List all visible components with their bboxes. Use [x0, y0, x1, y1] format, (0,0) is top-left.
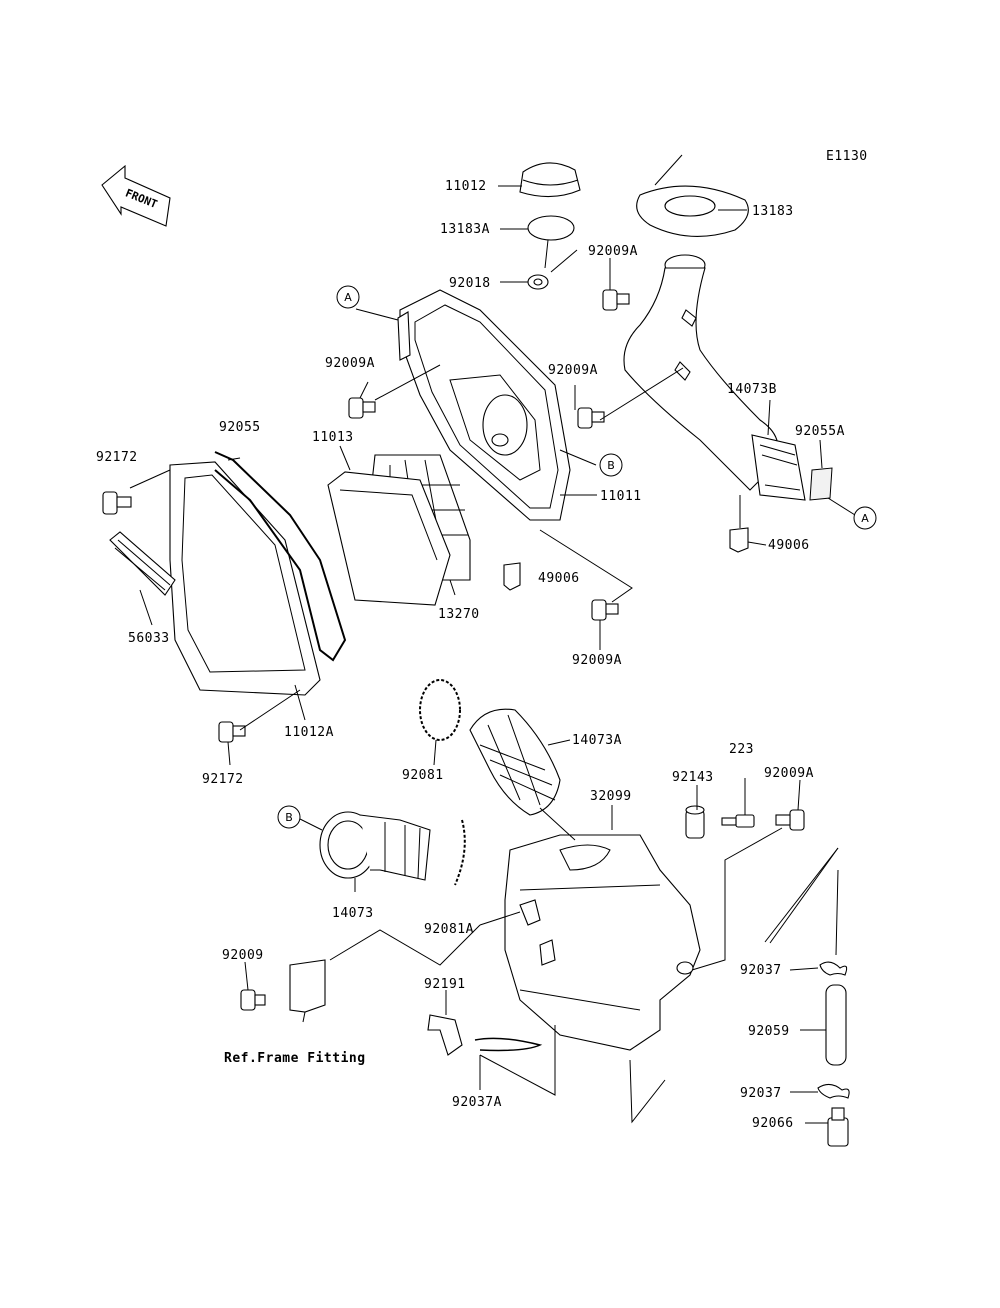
plug-92191: [427, 1014, 463, 1056]
callout-a-top: A: [336, 285, 360, 309]
clamp-92037a: [474, 1037, 543, 1052]
svg-text:B: B: [285, 811, 293, 824]
bolt-92009a-top: [602, 289, 630, 311]
label-14073: 14073: [332, 906, 374, 921]
label-92018: 92018: [449, 276, 491, 291]
label-92037a: 92037A: [452, 1095, 502, 1110]
label-11013: 11013: [312, 430, 354, 445]
label-92037-top: 92037: [740, 963, 782, 978]
label-32099: 32099: [590, 789, 632, 804]
label-92055: 92055: [219, 420, 261, 435]
label-49006-mid: 49006: [538, 571, 580, 586]
label-56033: 56033: [128, 631, 170, 646]
front-arrow-icon: FRONT: [101, 164, 171, 227]
duct-14073b: [623, 254, 806, 501]
label-92081a: 92081A: [424, 922, 474, 937]
bracket-ref-frame: [289, 959, 326, 1013]
label-92009a-mid: 92009A: [572, 653, 622, 668]
bolt-92172-bot: [218, 721, 246, 743]
callout-b-lower: B: [277, 805, 301, 829]
clip-49006-mid: [503, 562, 521, 591]
label-92009a-box: 92009A: [325, 356, 375, 371]
label-11011: 11011: [600, 489, 642, 504]
boot-14073: [319, 811, 431, 881]
label-49006-right: 49006: [768, 538, 810, 553]
gasket-13183a: [527, 215, 575, 241]
cap-11012: [519, 162, 581, 198]
svg-text:A: A: [861, 512, 869, 525]
clamp-92037-top: [819, 961, 848, 976]
label-14073b: 14073B: [727, 382, 777, 397]
sponge-13270: [327, 471, 451, 606]
boot-14073a: [469, 708, 561, 816]
case-32099: [504, 834, 701, 1051]
bolt-92009a-tube: [577, 407, 605, 429]
hose-92059: [825, 984, 847, 1066]
callout-a-right: A: [853, 506, 877, 530]
diagram-code: E1130: [826, 149, 868, 164]
svg-text:A: A: [344, 291, 352, 304]
label-92172-top: 92172: [96, 450, 138, 465]
ref-frame-fitting-note: Ref.Frame Fitting: [224, 1051, 366, 1066]
gasket-92055a: [809, 467, 833, 501]
airbox-11011: [397, 289, 571, 521]
washer-92018: [527, 274, 549, 290]
label-92009a-tube: 92009A: [548, 363, 598, 378]
label-92066: 92066: [752, 1116, 794, 1131]
label-92059: 92059: [748, 1024, 790, 1039]
clip-49006-right: [729, 527, 749, 553]
label-13183: 13183: [752, 204, 794, 219]
seal-92055: [214, 451, 347, 662]
plug-92066: [827, 1107, 849, 1147]
label-92009a-top: 92009A: [588, 244, 638, 259]
bolt-92172-top: [102, 491, 132, 515]
label-92037-bot: 92037: [740, 1086, 782, 1101]
bolt-92009a-mid: [591, 599, 619, 621]
label-223: 223: [729, 742, 754, 757]
label-11012a: 11012A: [284, 725, 334, 740]
bolt-92009: [240, 989, 266, 1011]
bolt-92009a-box: [348, 397, 376, 419]
label-92009: 92009: [222, 948, 264, 963]
clamp-92081a: [454, 819, 466, 886]
label-92172-bot: 92172: [202, 772, 244, 787]
label-92081: 92081: [402, 768, 444, 783]
clamp-92081: [419, 679, 461, 741]
label-92143: 92143: [672, 770, 714, 785]
cover-11012a: [169, 461, 321, 696]
collar-92143: [685, 805, 705, 839]
clamp-92037-bot: [817, 1083, 850, 1099]
label-92055a: 92055A: [795, 424, 845, 439]
gasket-13183: [636, 185, 749, 237]
label-13183a: 13183A: [440, 222, 490, 237]
bolt-92009a-right: [775, 809, 805, 831]
label-56033: [109, 531, 176, 596]
bolt-223: [721, 814, 755, 828]
label-14073a: 14073A: [572, 733, 622, 748]
callout-b-box: B: [599, 453, 623, 477]
label-92191: 92191: [424, 977, 466, 992]
label-92009a-right: 92009A: [764, 766, 814, 781]
label-11012: 11012: [445, 179, 487, 194]
label-13270: 13270: [438, 607, 480, 622]
leader-lines: [129, 185, 856, 1124]
svg-text:B: B: [607, 459, 615, 472]
